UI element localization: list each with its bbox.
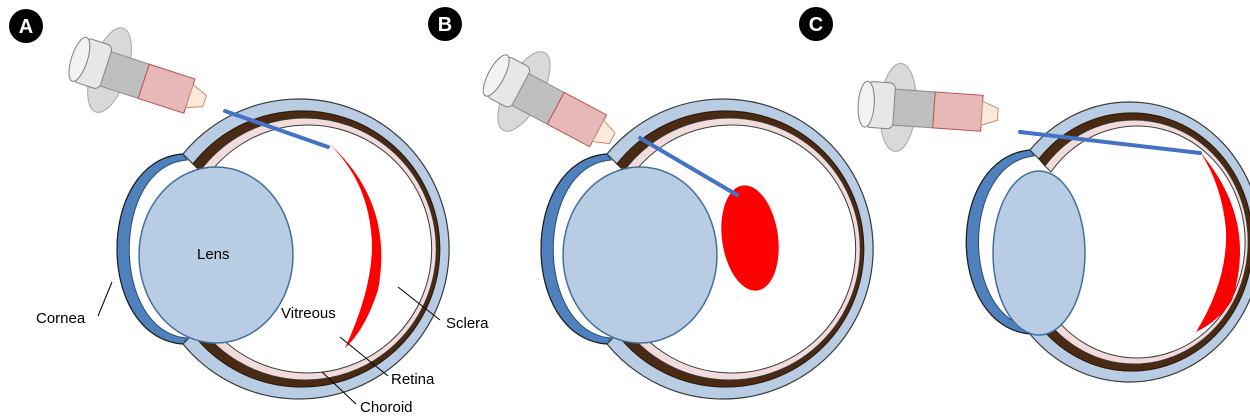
panel-c-badge-text: C (809, 14, 823, 36)
label-vitreous: Vitreous (281, 305, 336, 322)
lens (993, 171, 1085, 335)
panel-a-badge-text: A (19, 16, 33, 38)
intravitreal-blood (715, 182, 785, 295)
panel-a: A Lens (9, 9, 489, 416)
syringe-icon (855, 61, 1001, 159)
panel-b-badge: B (428, 7, 462, 41)
panel-c-badge: C (799, 7, 833, 41)
label-sclera: Sclera (446, 315, 489, 332)
label-lens: Lens (197, 246, 230, 263)
panel-c-eye (966, 102, 1250, 382)
panel-b: B (428, 7, 873, 399)
lens (563, 167, 717, 343)
panel-b-badge-text: B (438, 14, 452, 36)
label-cornea: Cornea (36, 310, 86, 327)
label-choroid: Choroid (360, 399, 413, 416)
panel-c: C (799, 7, 1250, 382)
leader-cornea (98, 282, 112, 316)
syringe-icon (58, 16, 218, 143)
panel-a-badge: A (9, 9, 43, 43)
panel-a-eye (117, 99, 449, 399)
label-retina: Retina (391, 371, 435, 388)
